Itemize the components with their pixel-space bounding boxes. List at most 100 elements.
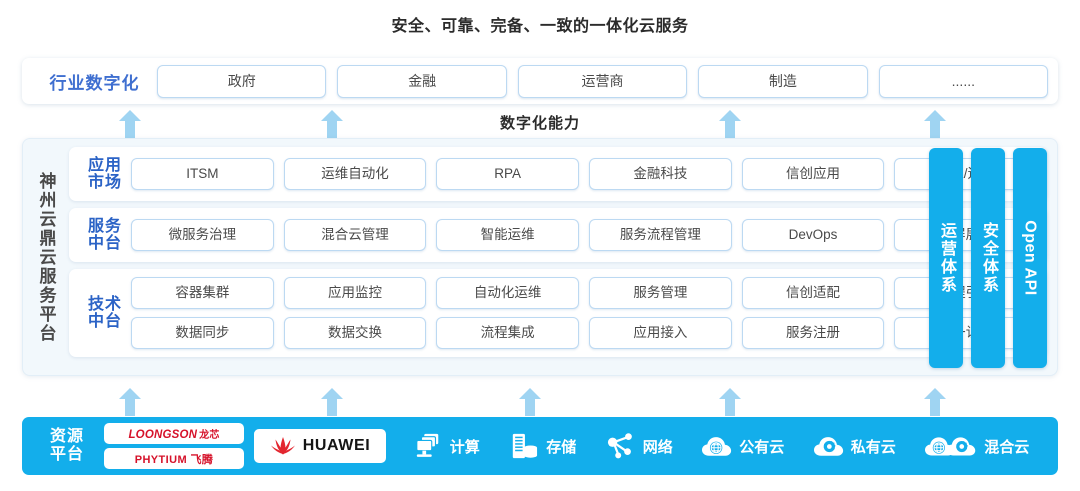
vertical-tab-open-api[interactable]: Open API [1013,148,1047,368]
resource-item-label: 计算 [449,438,480,456]
layer-title-line2: 中台 [87,313,122,330]
resource-item-hybrid-cloud[interactable]: 混合云 [925,432,1029,460]
resource-item-compute[interactable]: 计算 [413,432,480,460]
public-cloud-icon [702,437,732,456]
layer-title-line1: 服务 [87,217,122,235]
industry-band: 行业数字化 政府 金融 运营商 制造 ...... [22,58,1058,104]
vertical-tab-security-system[interactable]: 安全体系 [971,148,1005,368]
storage-icon [513,433,538,459]
chip-itsm[interactable]: ITSM [131,158,274,190]
compute-icon [415,433,439,457]
layer-title-line1: 技术 [87,295,122,313]
chip-ops-automation[interactable]: 运维自动化 [283,158,427,190]
up-arrow-icon [321,388,343,416]
up-arrow-icon [119,388,141,416]
huawei-flower-icon [270,437,295,455]
chip-data-sync[interactable]: 数据同步 [131,317,274,349]
layer-title-service-midplatform: 服务 中台 [79,218,131,253]
layer-title-line2: 中台 [87,235,122,252]
chip-application-monitoring[interactable]: 应用监控 [283,277,427,309]
resource-label-line2: 平台 [49,446,84,463]
resource-label-line1: 资源 [49,427,84,445]
capability-label: 数字化能力 [499,115,580,132]
chip-fintech[interactable]: 金融科技 [589,158,732,190]
chip-hybrid-cloud-management[interactable]: 混合云管理 [283,219,427,251]
chip-aiops[interactable]: 智能运维 [436,219,580,251]
chip-automated-ops[interactable]: 自动化运维 [436,277,580,309]
up-arrow-icon [321,110,343,138]
resource-item-storage[interactable]: 存储 [509,432,576,460]
resource-item-label: 存储 [546,438,577,456]
phytium-logo: PHYTIUM 飞腾 [104,448,244,469]
layer-title-application-market: 应用 市场 [79,157,131,192]
chip-service-registry[interactable]: 服务注册 [741,317,885,349]
layer-title-technology-midplatform: 技术 中台 [79,296,131,331]
up-arrow-icon [519,388,541,416]
loongson-logo-cn: 龙芯 [199,430,220,441]
chip-data-exchange[interactable]: 数据交换 [283,317,427,349]
industry-tag-list: 政府 金融 运营商 制造 ...... [157,64,1049,98]
industry-tag-government[interactable]: 政府 [157,64,327,98]
layer-row: 容器集群 应用监控 自动化运维 服务管理 信创适配 流程引擎 [131,277,1038,309]
phytium-logo-cn: 飞腾 [190,453,214,466]
up-arrow-icon [924,110,946,138]
chip-process-integration[interactable]: 流程集成 [436,317,580,349]
huawei-logo: HUAWEI [254,429,386,463]
resource-item-label: 公有云 [739,438,785,456]
layer-rows: ITSM 运维自动化 RPA 金融科技 信创应用 运维/运营 [131,158,1038,190]
chip-service-management[interactable]: 服务管理 [589,277,732,309]
chip-container-cluster[interactable]: 容器集群 [131,277,274,309]
platform-layers: 应用 市场 ITSM 运维自动化 RPA 金融科技 信创应用 运维/运营 [69,139,1057,375]
vertical-tab-label: Open API [1022,220,1040,296]
platform-vertical-label: 神州云鼎云服务平台 [23,139,69,375]
cloud-platform-panel: 神州云鼎云服务平台 应用 市场 ITSM 运维自动化 RPA 金融科技 信创应用… [22,138,1058,376]
layer-title-line2: 市场 [87,174,122,191]
chip-application-access[interactable]: 应用接入 [589,317,732,349]
layer-row: 数据同步 数据交换 流程集成 应用接入 服务注册 统一认证 [131,317,1038,349]
layer-service-midplatform: 服务 中台 微服务治理 混合云管理 智能运维 服务流程管理 DevOps 大屏展… [69,208,1047,262]
vertical-tab-operations-system[interactable]: 运营体系 [929,148,963,368]
private-cloud-icon [813,437,843,456]
platform-vertical-label-text: 神州云鼎云服务平台 [36,171,56,343]
vertical-tab-group: 运营体系 安全体系 Open API [929,148,1047,368]
layer-row: 微服务治理 混合云管理 智能运维 服务流程管理 DevOps 大屏展示 [131,219,1038,251]
resource-item-public-cloud[interactable]: 公有云 [702,432,784,460]
chip-microservice-governance[interactable]: 微服务治理 [131,219,274,251]
resource-item-label: 私有云 [850,438,896,456]
up-arrow-icon [719,110,741,138]
huawei-logo-text: HUAWEI [302,437,371,454]
up-arrow-icon [119,110,141,138]
chip-service-process-management[interactable]: 服务流程管理 [589,219,732,251]
phytium-logo-text: PHYTIUM [134,453,188,466]
up-arrow-icon [719,388,741,416]
vertical-tab-label: 安全体系 [980,222,997,294]
industry-tag-more[interactable]: ...... [878,64,1049,98]
industry-tag-manufacturing[interactable]: 制造 [698,64,868,98]
layer-title-line1: 应用 [87,156,122,174]
resource-item-label: 网络 [642,438,673,456]
resource-item-label: 混合云 [984,438,1030,456]
resource-platform-label: 资源 平台 [36,428,98,464]
up-arrow-icon [924,388,946,416]
chip-xinchuang-adaptation[interactable]: 信创适配 [741,277,885,309]
chip-xinchuang-app[interactable]: 信创应用 [741,158,885,190]
chip-rpa[interactable]: RPA [436,158,580,190]
layer-rows: 容器集群 应用监控 自动化运维 服务管理 信创适配 流程引擎 数据同步 数据交换… [131,277,1038,349]
industry-label: 行业数字化 [49,73,140,93]
vertical-tab-label: 运营体系 [938,222,955,294]
layer-application-market: 应用 市场 ITSM 运维自动化 RPA 金融科技 信创应用 运维/运营 [69,147,1047,201]
industry-tag-operator[interactable]: 运营商 [517,64,688,98]
page-title: 安全、可靠、完备、一致的一体化云服务 [391,18,689,35]
loongson-logo-text: LOONGSON [128,429,198,441]
chip-devops[interactable]: DevOps [741,219,885,251]
resource-item-network[interactable]: 网络 [606,432,673,460]
industry-tag-finance[interactable]: 金融 [337,64,507,98]
resource-item-list: 计算 [386,432,1044,460]
resource-item-private-cloud[interactable]: 私有云 [813,432,896,460]
layer-rows: 微服务治理 混合云管理 智能运维 服务流程管理 DevOps 大屏展示 [131,219,1038,251]
hybrid-cloud-icon [925,437,976,456]
layer-row: ITSM 运维自动化 RPA 金融科技 信创应用 运维/运营 [131,158,1038,190]
